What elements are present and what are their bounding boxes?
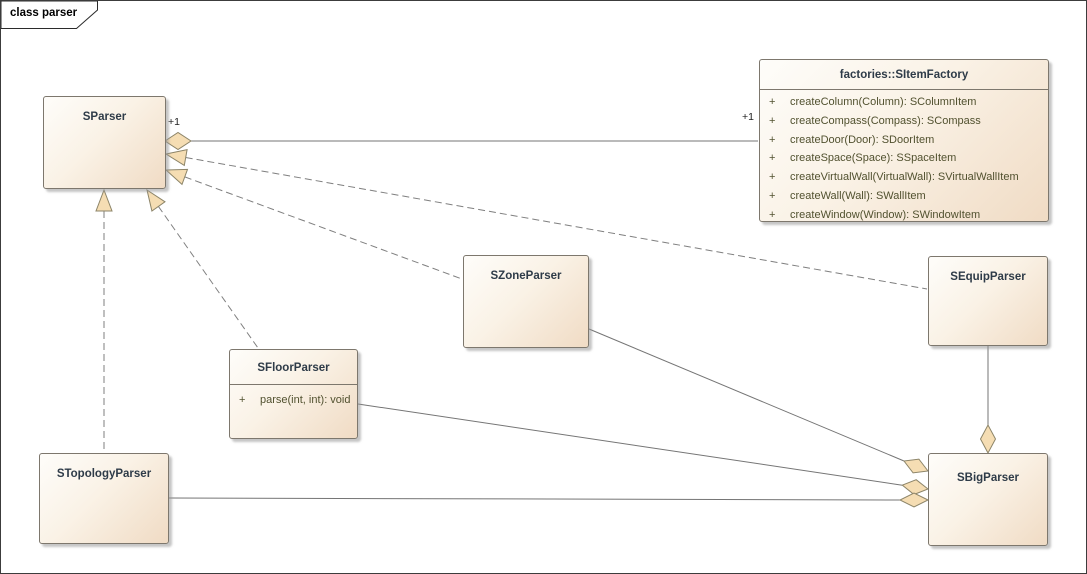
class-title: SZoneParser <box>490 270 562 282</box>
class-title: STopologyParser <box>56 468 152 480</box>
realization-triangle-icon <box>164 168 189 186</box>
class-box-sbigparser[interactable]: SBigParser <box>928 453 1048 546</box>
connector-realization-sfloor-sparser[interactable] <box>146 188 259 349</box>
class-box-sequipparser[interactable]: SEquipParser <box>928 256 1048 346</box>
class-box-sparser[interactable]: SParser <box>43 96 166 189</box>
class-title: factories::SItemFactory <box>839 69 969 81</box>
class-title: SBigParser <box>956 472 1019 484</box>
multiplicity-label-sparser-end: +1 <box>168 116 180 128</box>
operation: + createCompass(Compass): SCompass <box>769 114 981 127</box>
class-box-sitemfactory[interactable]: factories::SItemFactory + createColumn(C… <box>759 59 1049 222</box>
multiplicity-label-factory-end: +1 <box>742 111 754 123</box>
operations-compartment: + parse(int, int): void <box>230 385 357 410</box>
connector-aggregation-sbig-szone[interactable] <box>588 328 929 474</box>
aggregation-diamond-icon <box>903 458 929 474</box>
aggregation-diamond-icon <box>164 131 192 151</box>
class-title: SParser <box>82 111 127 123</box>
realization-triangle-icon <box>164 148 188 167</box>
frame-label: class parser <box>10 7 78 19</box>
class-title: SEquipParser <box>950 271 1026 283</box>
connector-aggregation-sbig-sfloor[interactable] <box>357 403 929 496</box>
class-box-stopologyparser[interactable]: STopologyParser <box>39 453 169 544</box>
aggregation-diamond-icon <box>901 479 929 496</box>
realization-triangle-icon <box>95 188 113 212</box>
operation: + createDoor(Door): SDoorItem <box>769 133 935 146</box>
connector-realization-stopology-sparser[interactable] <box>95 188 113 452</box>
connector-aggregation-sbig-stopology[interactable] <box>168 492 930 508</box>
class-box-sfloorparser[interactable]: SFloorParser + parse(int, int): void <box>229 349 358 439</box>
frame-tab <box>1 1 98 29</box>
operation: + createColumn(Column): SColumnItem <box>769 96 977 108</box>
operation: + createWall(Wall): SWallItem <box>769 189 926 202</box>
connector-aggregation-sbig-sequip[interactable] <box>979 346 997 455</box>
operation: + createWindow(Window): SWindowItem <box>769 208 981 221</box>
aggregation-diamond-icon <box>979 423 997 455</box>
aggregation-diamond-icon <box>898 492 930 508</box>
connector-realization-szone-sparser[interactable] <box>164 168 463 280</box>
realization-triangle-icon <box>146 188 166 212</box>
operation: + createVirtualWall(VirtualWall): SVirtu… <box>769 171 1019 184</box>
class-title: SFloorParser <box>257 362 330 374</box>
operations-compartment: + createColumn(Column): SColumnItem + cr… <box>760 90 1048 225</box>
class-box-szoneparser[interactable]: SZoneParser <box>463 255 589 348</box>
operation: + createSpace(Space): SSpaceItem <box>769 152 957 165</box>
connector-aggregation-sparser-factory[interactable] <box>164 131 758 151</box>
operation: + parse(int, int): void <box>239 394 351 406</box>
